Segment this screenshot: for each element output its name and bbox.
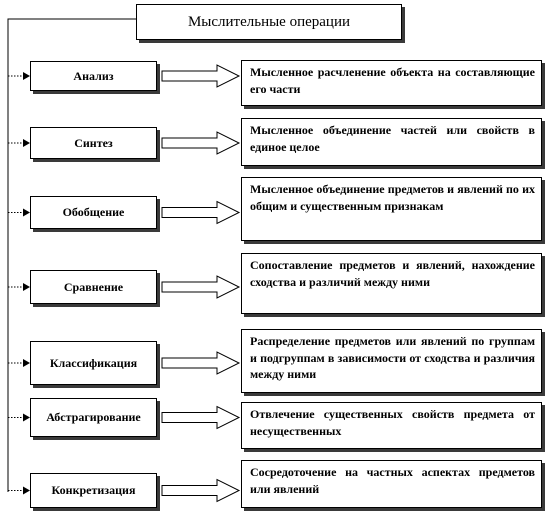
description-box-comparison: Сопоставление предметов и явлений, нахож… [241,253,542,314]
operation-box-classification: Классификация [30,341,157,385]
arrow-abstraction [161,405,241,430]
arrow-analysis [161,64,241,88]
operation-box-comparison: Сравнение [30,270,157,304]
arrow-classification [161,351,241,375]
operation-box-generalization: Обобщение [30,196,157,229]
description-box-concretization: Сосредоточение на частных аспектах предм… [241,460,542,508]
arrow-concretization [161,478,241,503]
arrow-generalization [161,200,241,225]
arrow-synthesis [161,131,241,155]
description-box-classification: Распределение предметов или явлений по г… [241,329,542,393]
description-box-abstraction: Отвлечение существенных свойств предмета… [241,402,542,449]
operation-box-analysis: Анализ [30,61,157,91]
trunk-line [7,18,136,492]
operation-box-concretization: Конкретизация [30,473,157,508]
description-box-analysis: Мысленное расчленение объекта на составл… [241,60,542,106]
description-box-synthesis: Мысленное объединение частей или свойств… [241,118,542,166]
operation-box-synthesis: Синтез [30,127,157,159]
description-box-generalization: Мысленное объединение предметов и явлени… [241,177,542,241]
arrow-comparison [161,275,241,299]
operation-box-abstraction: Абстрагирование [30,398,157,437]
diagram-title: Мыслительные операции [136,4,402,40]
